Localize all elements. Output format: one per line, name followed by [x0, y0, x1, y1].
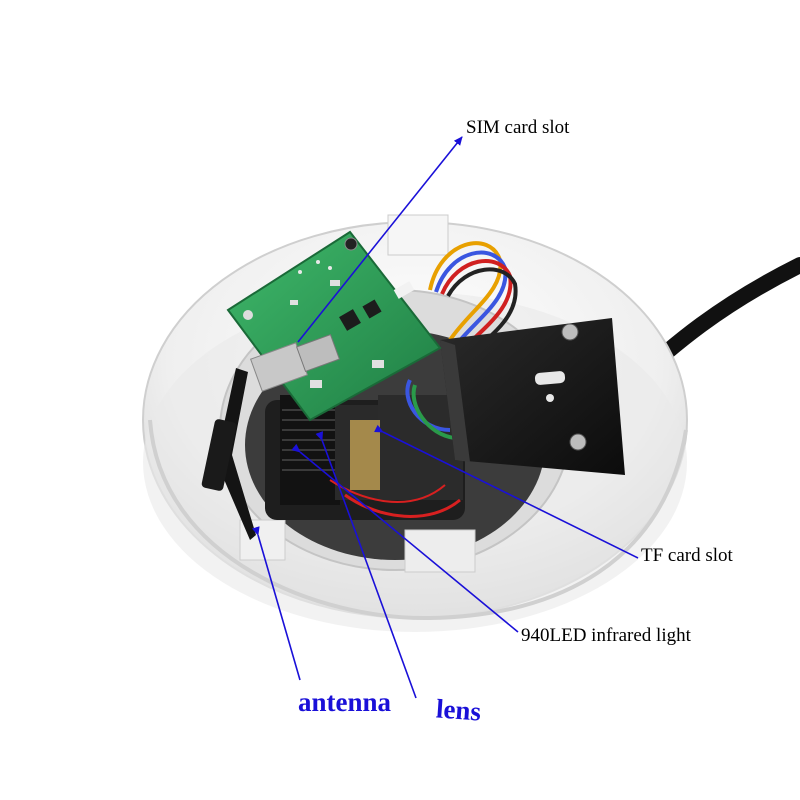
tf-arrow [374, 424, 639, 559]
callout-arrows [251, 136, 639, 699]
lens-label: lens [435, 693, 483, 727]
mounting-bracket [440, 318, 625, 475]
antenna-label: antenna [298, 687, 392, 717]
tf-card-slot-label: TF card slot [641, 545, 733, 566]
infrared-arrow [291, 443, 519, 633]
antenna [201, 368, 256, 540]
antenna-arrow [251, 526, 301, 681]
lens-arrow [315, 431, 417, 699]
connector-wires [405, 241, 518, 440]
lens-assembly [265, 395, 465, 520]
infrared-light-label: 940LED infrared light [521, 625, 691, 646]
pcb-board [226, 230, 442, 422]
sim-arrow [297, 136, 463, 343]
sim-card-slot-label: SIM card slot [466, 117, 570, 138]
